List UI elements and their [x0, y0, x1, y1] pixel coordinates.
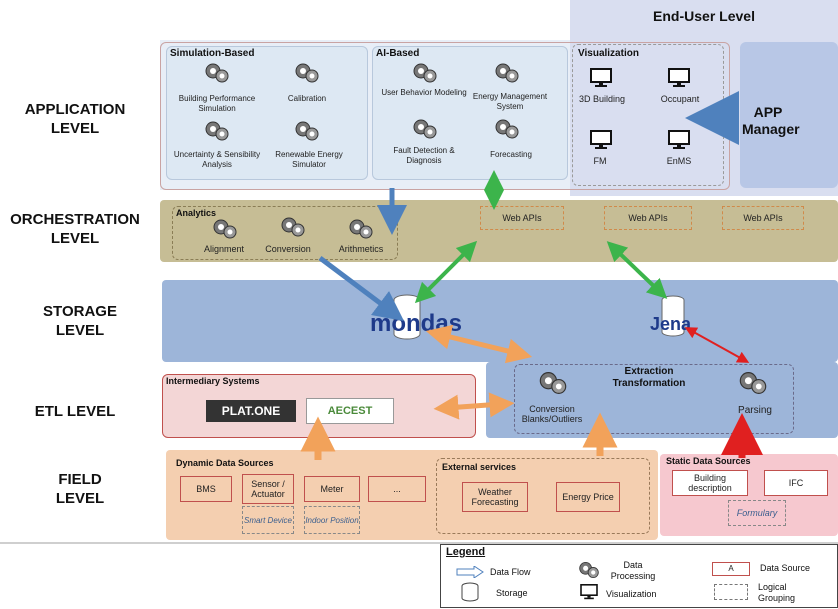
formulary-box: Formulary	[728, 500, 786, 526]
jena-storage-icon	[661, 295, 685, 337]
intermediary-title: Intermediary Systems	[166, 376, 260, 386]
static-title: Static Data Sources	[666, 456, 751, 466]
analytics-item: Conversion	[265, 244, 311, 254]
data-flow-arrow-icon	[456, 566, 484, 578]
etl-level-label: ETL LEVEL	[34, 403, 116, 420]
visualization-monitor-icon	[590, 68, 612, 88]
ai-title: AI-Based	[376, 48, 420, 59]
app-manager-panel[interactable]	[740, 42, 838, 188]
mondas-logo: mondas	[370, 310, 463, 337]
processing-gear-icon	[578, 560, 600, 580]
processing-gear-icon	[412, 118, 438, 140]
extraction-conversion: Conversion Blanks/Outliers	[521, 404, 583, 424]
visualization-title: Visualization	[578, 48, 639, 59]
processing-gear-icon	[412, 62, 438, 84]
extraction-title: Extraction Transformation	[612, 366, 686, 389]
field-level-label: FIELD LEVEL	[55, 471, 105, 507]
storage-level-label: STORAGE LEVEL	[43, 303, 117, 339]
simulation-item: Calibration	[287, 94, 327, 103]
app-manager-label: APP Manager	[742, 104, 800, 137]
visualization-monitor-icon	[580, 584, 598, 600]
dynamic-source-box: Sensor / Actuator	[242, 474, 294, 504]
simulation-item: Building Performance Simulation	[178, 94, 256, 113]
legend-logical-grouping-swatch	[714, 584, 748, 600]
jena-logo: Jena	[650, 314, 692, 334]
processing-gear-icon	[348, 218, 374, 240]
analytics-item: Alignment	[203, 244, 245, 254]
processing-gear-icon	[538, 370, 568, 396]
web-api-box[interactable]: Web APIs	[480, 206, 564, 230]
dynamic-source-box: BMS	[180, 476, 232, 502]
orchestration-band	[160, 200, 838, 262]
legend	[440, 544, 838, 608]
visualization-monitor-icon	[590, 130, 612, 150]
legend-visualization: Visualization	[606, 589, 657, 599]
legend-data-flow: Data Flow	[490, 567, 531, 577]
application-level-label: APPLICATION LEVEL	[24, 101, 126, 137]
storage-cylinder-icon	[461, 582, 479, 602]
analytics-title: Analytics	[176, 208, 217, 218]
external-panel	[436, 458, 650, 534]
simulation-title: Simulation-Based	[170, 48, 255, 59]
visualization-item: FM	[593, 156, 607, 166]
ai-item: User Behavior Modeling	[381, 88, 467, 97]
external-title: External services	[442, 462, 517, 472]
end-user-title: End-User Level	[653, 8, 755, 24]
processing-gear-icon	[494, 62, 520, 84]
dynamic-title: Dynamic Data Sources	[176, 458, 274, 468]
external-source-box: Energy Price	[556, 482, 620, 512]
visualization-item: EnMS	[666, 156, 692, 166]
visualization-item: 3D Building	[578, 94, 626, 104]
web-api-box[interactable]: Web APIs	[722, 206, 804, 230]
virtual-source-box: Indoor Position	[304, 506, 360, 534]
legend-data-processing: Data Processing	[610, 560, 656, 581]
legend-storage: Storage	[496, 588, 528, 598]
ai-item: Forecasting	[490, 150, 532, 159]
virtual-source-box: Smart Device	[242, 506, 294, 534]
simulation-item: Renewable Energy Simulator	[275, 150, 343, 169]
processing-gear-icon	[204, 120, 230, 142]
aecest-logo: AECEST	[306, 398, 394, 424]
external-source-box: Weather Forecasting	[462, 482, 528, 512]
legend-data-source-marker: A	[712, 562, 750, 576]
extraction-parsing: Parsing	[738, 405, 772, 416]
visualization-monitor-icon	[668, 68, 690, 88]
simulation-panel	[166, 46, 368, 180]
ai-panel	[372, 46, 568, 180]
processing-gear-icon	[212, 218, 238, 240]
visualization-item: Occupant	[660, 94, 700, 104]
extraction-panel	[514, 364, 794, 434]
dynamic-source-box: ...	[368, 476, 426, 502]
static-source-box: Building description	[672, 470, 748, 496]
legend-logical-grouping: Logical Grouping	[758, 582, 796, 603]
static-source-box: IFC	[764, 470, 828, 496]
dynamic-source-box: Meter	[304, 476, 360, 502]
legend-title: Legend	[446, 546, 486, 558]
storage-band	[162, 280, 838, 362]
analytics-item: Arithmetics	[338, 244, 384, 254]
visualization-monitor-icon	[668, 130, 690, 150]
web-api-box[interactable]: Web APIs	[604, 206, 692, 230]
processing-gear-icon	[494, 118, 520, 140]
ai-item: Fault Detection & Diagnosis	[393, 146, 455, 165]
platone-logo: PLAT.ONE	[206, 400, 296, 422]
processing-gear-icon	[204, 62, 230, 84]
field-band	[166, 450, 658, 540]
legend-data-source: Data Source	[760, 563, 811, 573]
processing-gear-icon	[280, 216, 306, 238]
simulation-item: Uncertainty & Sensibility Analysis	[173, 150, 261, 169]
processing-gear-icon	[294, 120, 320, 142]
processing-gear-icon	[738, 370, 768, 396]
processing-gear-icon	[294, 62, 320, 84]
field-divider	[0, 542, 838, 544]
ai-item: Energy Management System	[472, 92, 548, 111]
orchestration-level-label: ORCHESTRATION LEVEL	[10, 211, 140, 247]
